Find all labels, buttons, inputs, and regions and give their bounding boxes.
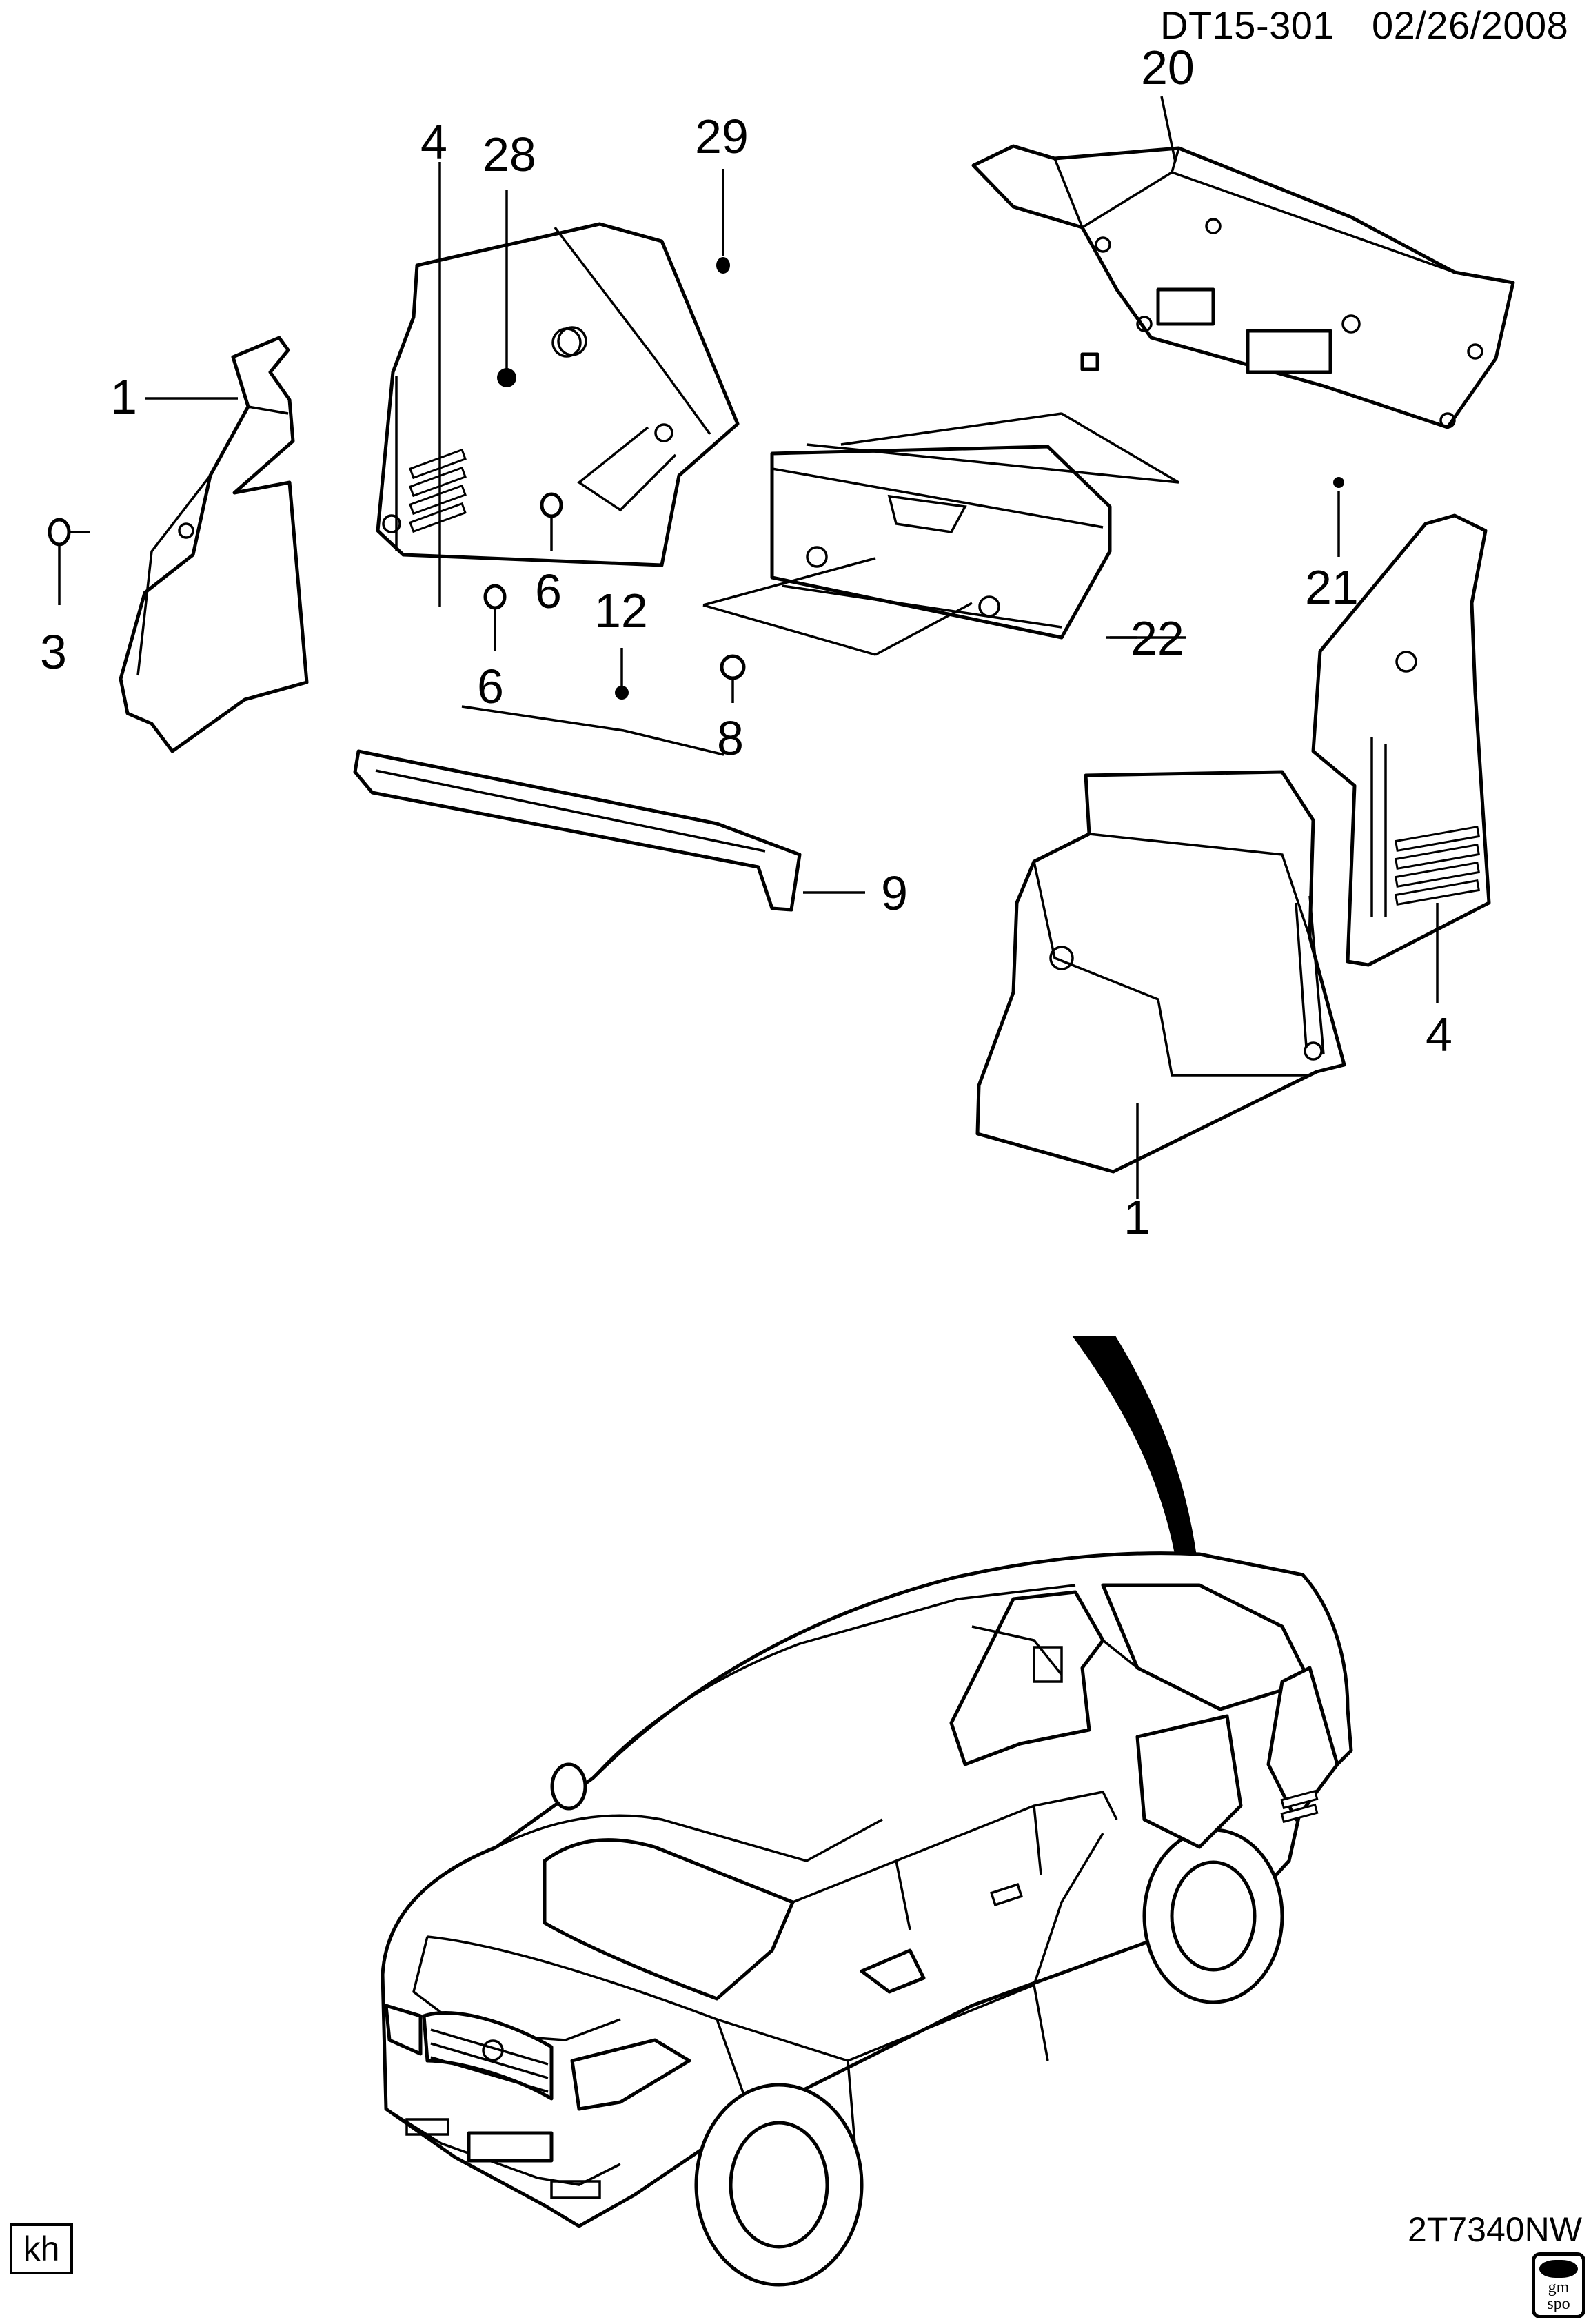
illustration-code: 2T7340NW (1408, 2210, 1583, 2249)
doc-code: DT15-301 (1160, 3, 1335, 47)
callout-29: 29 (695, 110, 749, 163)
corner-tag: kh (10, 2223, 73, 2274)
rear-wheel (1142, 1828, 1284, 2004)
corner-tag-label: kh (23, 2230, 60, 2268)
front-wheel (694, 2083, 864, 2287)
callout-28: 28 (483, 128, 536, 181)
callout-6-a: 6 (535, 564, 562, 618)
part-22-rear-sill-trim (702, 412, 1179, 656)
diagram-date: 02/26/2008 (1372, 3, 1568, 48)
callout-1-right: 1 (1124, 1190, 1151, 1244)
fastener-6-a (540, 492, 563, 518)
callout-20: 20 (1141, 41, 1195, 94)
locator-arrow (1072, 1336, 1199, 1578)
vehicle-locator-illustration (381, 1551, 1353, 2287)
part-9-sill-plate (353, 749, 802, 912)
callout-3: 3 (40, 625, 67, 679)
callout-6-b: 6 (477, 660, 504, 713)
callout-21: 21 (1305, 560, 1359, 614)
part-1-left-side-trim (119, 336, 309, 753)
fastener-28 (497, 327, 582, 387)
vent-grille-right (1394, 825, 1481, 906)
callout-8: 8 (717, 711, 744, 765)
fastener-12 (615, 686, 629, 700)
part-4-right-quarter-trim (1311, 513, 1491, 967)
callout-9: 9 (881, 866, 908, 920)
part-20-rear-upper-trim (971, 144, 1515, 429)
callout-22: 22 (1131, 611, 1184, 665)
vent-grille-left (409, 448, 467, 533)
callout-12: 12 (594, 584, 648, 638)
fastener-3 (48, 518, 90, 547)
callout-1-left: 1 (110, 370, 137, 424)
diagram-code: DT15-301 (1160, 3, 1335, 48)
callout-4-right: 4 (1426, 1008, 1452, 1061)
fastener-29 (716, 257, 730, 274)
fastener-8 (720, 654, 746, 680)
callout-4-top: 4 (420, 115, 447, 169)
fastener-22-clip (1080, 352, 1099, 371)
part-4-left-quarter-trim (376, 222, 740, 567)
callout-numbers: 20 4 28 29 1 3 6 6 12 8 22 21 9 4 1 (40, 41, 1452, 1244)
fastener-6-b (483, 584, 507, 610)
logo-emblem-icon (1539, 2260, 1578, 2278)
fastener-21 (1333, 477, 1344, 488)
doc-date: 02/26/2008 (1372, 3, 1569, 47)
leader-lines (58, 96, 1439, 1199)
part-1-right-side-trim (975, 770, 1346, 1174)
